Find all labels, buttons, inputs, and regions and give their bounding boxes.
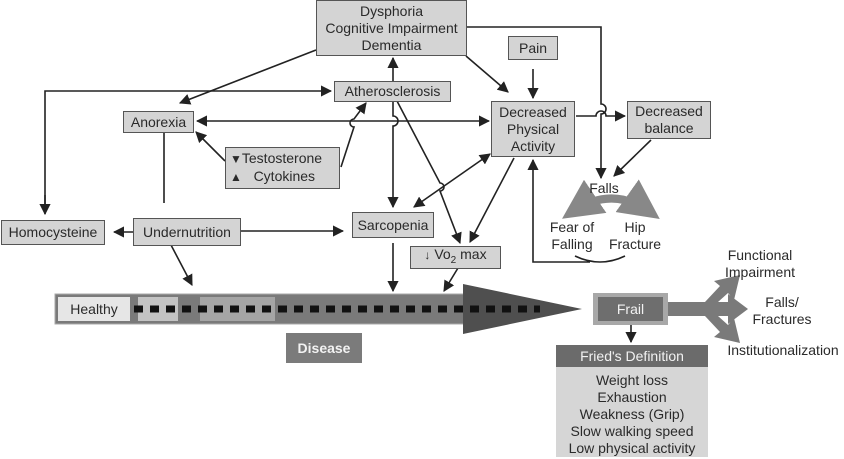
functional-line-1: Functional — [727, 247, 793, 263]
vo2max-prefix: Vo — [434, 246, 451, 263]
outcome-falls-fractures: Falls/ Fractures — [742, 294, 822, 328]
vo2max-suffix: max — [456, 246, 487, 263]
node-atherosclerosis: Atherosclerosis — [334, 81, 451, 102]
node-dysphoria: Dysphoria Cognitive Impairment Dementia — [316, 0, 467, 56]
arrow-physical-activity-to-vo2max — [469, 157, 515, 243]
falls-curved-arrow — [562, 179, 660, 219]
label-falls: Falls — [589, 180, 619, 196]
arrow-dysphoria-to-physical-activity — [465, 55, 509, 93]
fried-definition-list: Weight loss Exhaustion Weakness (Grip) S… — [556, 372, 708, 457]
cytokines-label: Cytokines — [253, 168, 316, 184]
progression-bar — [54, 284, 582, 334]
node-dysphoria-line-3: Dementia — [361, 36, 422, 53]
fried-criterion: Slow walking speed — [570, 423, 694, 439]
falls-fractures-line-1: Falls/ — [765, 294, 799, 310]
testosterone-label: Testosterone — [241, 150, 323, 166]
arrow-testosterone-to-atherosclerosis — [340, 102, 367, 168]
node-testosterone-cytokines: ▼Testosterone ▲ Cytokines — [225, 147, 340, 189]
node-sarcopenia-label: Sarcopenia — [357, 216, 429, 233]
outcome-institutionalization: Institutionalization — [727, 342, 839, 358]
fried-criterion: Weakness (Grip) — [579, 406, 685, 422]
fried-header-bg — [556, 345, 708, 367]
hip-line-1: Hip — [624, 219, 646, 235]
up-arrow-icon: ▲ — [230, 170, 242, 184]
node-decreased-physical-activity: Decreased Physical Activity — [491, 101, 575, 157]
timeline-frail-label: Frail — [616, 301, 645, 317]
arrow-dysphoria-to-falls — [466, 26, 607, 180]
timeline-disease-label: Disease — [297, 340, 351, 356]
fried-body-bg — [556, 367, 708, 457]
fried-criterion: Exhaustion — [597, 389, 667, 405]
arrow-fear-loop-to-physical-activity — [533, 160, 626, 263]
fear-line-2: Falling — [551, 236, 593, 252]
node-vo2max: ↓ Vo2 max — [410, 246, 501, 269]
arrow-homocysteine-to-atherosclerosis — [44, 85, 333, 208]
timeline-disease: Disease — [286, 333, 362, 363]
arrow-sarcopenia-physical-activity — [413, 153, 491, 208]
node-dpa-line-2: Physical — [506, 120, 560, 137]
node-anorexia-label: Anorexia — [130, 113, 187, 130]
fear-line-1: Fear of — [549, 219, 595, 235]
node-dysphoria-line-1: Dysphoria — [359, 2, 424, 19]
node-balance-line-1: Decreased — [635, 103, 703, 119]
fried-criterion: Low physical activity — [568, 440, 696, 456]
fried-definition-title: Fried's Definition — [580, 348, 684, 364]
down-arrow-icon: ↓ — [424, 248, 431, 263]
cytokines-row: ▲ Cytokines — [230, 168, 315, 186]
frail-box-inner — [598, 297, 663, 321]
arrow-dysphoria-to-anorexia — [178, 49, 317, 105]
node-decreased-balance: Decreased balance — [627, 101, 711, 139]
label-fear-of-falling: Fear of Falling — [541, 219, 603, 253]
node-sarcopenia: Sarcopenia — [352, 212, 434, 238]
node-undernutrition-label: Undernutrition — [143, 223, 231, 240]
node-dysphoria-line-2: Cognitive Impairment — [325, 19, 458, 36]
node-pain: Pain — [508, 36, 558, 60]
arrow-atherosclerosis-to-sarcopenia — [387, 101, 399, 209]
hip-line-2: Fracture — [608, 236, 662, 252]
vo2max-row: ↓ Vo2 max — [411, 246, 500, 269]
node-pain-label: Pain — [518, 39, 548, 56]
arrow-physical-activity-to-balance — [576, 110, 627, 122]
testosterone-row: ▼Testosterone — [230, 150, 322, 168]
arrow-balance-to-falls — [613, 139, 652, 177]
node-dpa-line-1: Decreased — [499, 103, 567, 120]
node-homocysteine-label: Homocysteine — [8, 224, 98, 240]
down-arrow-icon: ▼ — [230, 152, 242, 166]
timeline-healthy-label: Healthy — [70, 300, 118, 317]
outcome-functional-impairment: Functional Impairment — [710, 247, 810, 281]
fried-criterion: Weight loss — [595, 372, 669, 388]
label-hip-fracture: Hip Fracture — [604, 219, 666, 253]
outcome-arrow — [668, 275, 748, 343]
timeline-healthy: Healthy — [58, 297, 130, 321]
node-undernutrition: Undernutrition — [133, 218, 241, 246]
node-dpa-line-3: Activity — [510, 137, 556, 154]
arrow-undernutrition-to-bar — [170, 244, 193, 286]
functional-line-2: Impairment — [724, 264, 796, 280]
timeline-frail: Frail — [598, 297, 663, 321]
node-anorexia: Anorexia — [123, 111, 194, 133]
arrow-vo2max-to-bar — [443, 267, 459, 292]
arrow-testosterone-to-anorexia — [195, 131, 226, 162]
node-homocysteine: Homocysteine — [1, 220, 105, 245]
falls-fractures-line-2: Fractures — [752, 311, 812, 327]
node-balance-line-2: balance — [644, 120, 694, 136]
node-atherosclerosis-label: Atherosclerosis — [344, 83, 441, 99]
vo2max-subscript: 2 — [450, 254, 457, 266]
